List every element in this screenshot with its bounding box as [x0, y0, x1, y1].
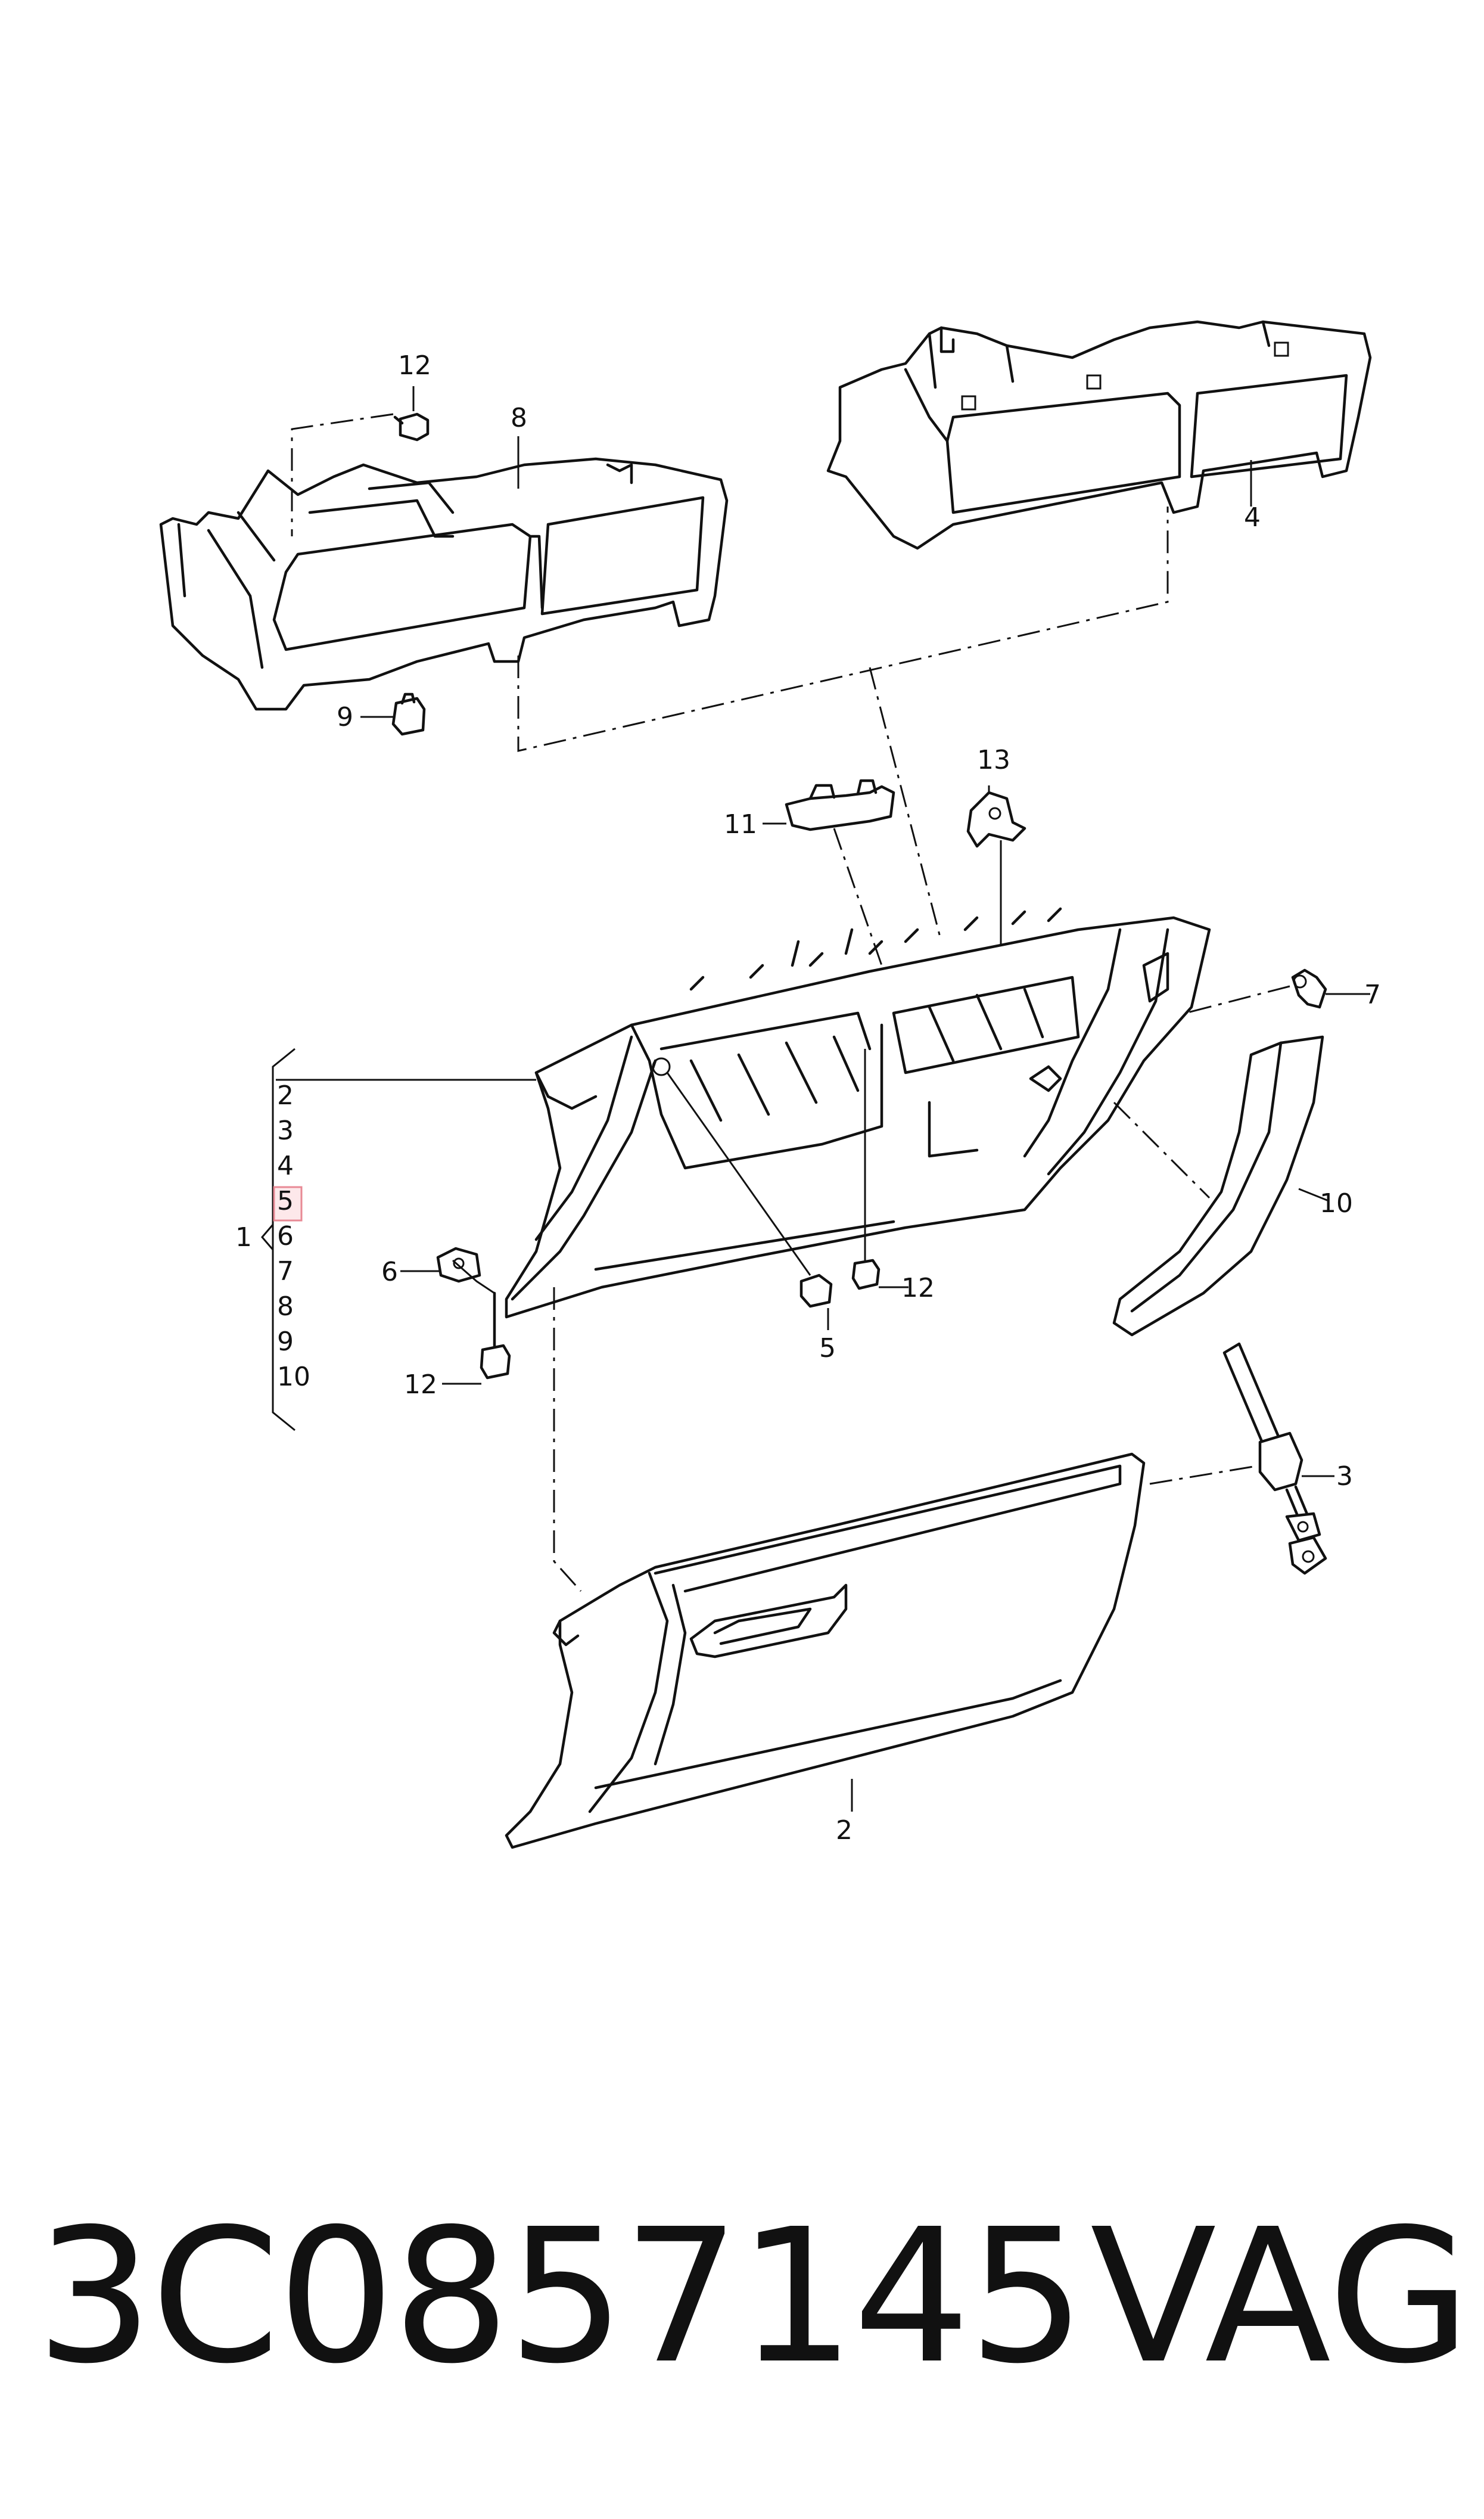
assembly-line-3: [1149, 1462, 1275, 1485]
part-13-bracket: [966, 791, 1026, 959]
assembly-line-screw-top: [291, 413, 394, 536]
legend-item: 3: [277, 1116, 294, 1146]
part-4-housing: [826, 320, 1372, 550]
part-11-latch: [785, 779, 895, 831]
part-3-strut: [1222, 1342, 1327, 1575]
part-10-trim: [1112, 1035, 1324, 1337]
legend-item: 4: [277, 1151, 294, 1181]
part-8-frame: [159, 457, 729, 711]
part-5-clip: [652, 1057, 833, 1308]
callout-9: 9: [337, 702, 353, 732]
callout-7: 7: [1364, 980, 1381, 1010]
legend-item: 6: [277, 1221, 294, 1251]
assembly-line-top: [517, 507, 1169, 752]
callout-12-mid: 12: [901, 1273, 935, 1303]
assembly-line-11: [833, 828, 883, 966]
callout-2: 2: [836, 1815, 853, 1846]
main-carrier: [505, 907, 1211, 1319]
callout-leaders: [360, 386, 1370, 1812]
legend-highlight-box: [273, 1186, 303, 1222]
part-12-screw-mid: [851, 1049, 881, 1290]
legend-item: 9: [277, 1327, 294, 1357]
part-12-screw-top: [393, 412, 430, 442]
callout-10: 10: [1320, 1188, 1353, 1219]
brand-text: VAG: [1090, 2189, 1471, 2405]
callout-6: 6: [381, 1257, 398, 1287]
callout-12-left: 12: [404, 1369, 437, 1400]
assembly-line-10: [1113, 1101, 1211, 1199]
callout-3: 3: [1336, 1461, 1353, 1492]
part-number-text: 3C0857145: [36, 2189, 1085, 2405]
assembly-line-2: [553, 1287, 582, 1592]
callout-4: 4: [1244, 502, 1261, 533]
assembly-line-7: [1185, 985, 1290, 1014]
part-7-clip: [1291, 968, 1327, 1009]
legend-item: 8: [277, 1291, 294, 1322]
assembly-line-carrier: [869, 667, 942, 942]
callout-5: 5: [819, 1333, 836, 1363]
callout-11: 11: [724, 809, 757, 840]
callout-12-top: 12: [398, 350, 431, 381]
legend-item: 10: [277, 1362, 310, 1392]
part-2-lid: [505, 1452, 1146, 1849]
callout-8: 8: [511, 403, 527, 433]
legend-item-highlighted[interactable]: 5: [277, 1186, 294, 1216]
legend-item: 7: [277, 1256, 294, 1287]
legend-item: 2: [277, 1080, 294, 1111]
part-12-screw-left: [480, 1291, 511, 1380]
legend-bracket: [261, 1048, 536, 1431]
callout-labels: 12 8 4 9 13 11 7 10 6 12 5 12 3 2: [337, 350, 1381, 1846]
legend-group-label: 1: [235, 1222, 252, 1253]
legend-list: 1 2 3 4 5 6 7 8 9 10: [235, 1080, 310, 1392]
callout-13: 13: [977, 745, 1010, 775]
part-9-clip: [391, 692, 426, 736]
